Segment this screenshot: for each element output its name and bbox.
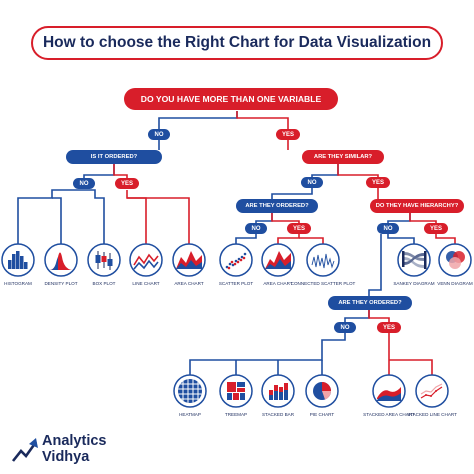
chart-label-sankey-diagram: SANKEY DIAGRAM xyxy=(393,281,435,286)
chart-label-line-chart: LINE CHART xyxy=(132,281,160,286)
chart-label-density-plot: DENSITY PLOT xyxy=(44,281,78,286)
connected-scatter-plot-icon xyxy=(306,243,340,277)
answer-no-chip: NO xyxy=(301,177,323,188)
pie-chart-icon xyxy=(305,374,339,408)
answer-text: NO xyxy=(154,131,164,138)
answer-text: YES xyxy=(429,225,442,232)
question-more-than-one-variable: DO YOU HAVE MORE THAN ONE VARIABLE xyxy=(124,88,338,110)
answer-text: NO xyxy=(251,225,261,232)
answer-no-chip: NO xyxy=(334,322,356,333)
histogram-icon xyxy=(1,243,35,277)
area-chart-icon xyxy=(261,243,295,277)
venn-diagram-icon xyxy=(438,243,472,277)
stacked-bar-icon xyxy=(261,374,295,408)
chart-label-treemap: TREEMAP xyxy=(224,412,248,417)
answer-text: YES xyxy=(120,180,133,187)
answer-no-chip: NO xyxy=(245,223,267,234)
question-text: IS IT ORDERED? xyxy=(90,154,138,160)
answer-text: NO xyxy=(383,225,393,232)
chart-label-box-plot: BOX PLOT xyxy=(92,281,116,286)
question-is-it-ordered: IS IT ORDERED? xyxy=(66,150,162,164)
answer-no-chip: NO xyxy=(148,129,170,140)
answer-text: NO xyxy=(79,180,89,187)
page-title: How to choose the Right Chart for Data V… xyxy=(42,34,432,51)
answer-yes-chip: YES xyxy=(366,177,390,188)
chart-label-scatter-plot: SCATTER PLOT xyxy=(218,281,254,286)
chart-label-pie-chart: PIE CHART xyxy=(309,412,335,417)
chart-label-stacked-bar: STACKED BAR xyxy=(261,412,295,417)
answer-no-chip: NO xyxy=(73,178,95,189)
answer-text: NO xyxy=(340,324,350,331)
question-text: ARE THEY ORDERED? xyxy=(338,300,402,306)
question-text: ARE THEY SIMILAR? xyxy=(313,154,373,160)
stacked-line-chart-icon xyxy=(415,374,449,408)
answer-text: YES xyxy=(382,324,395,331)
answer-yes-chip: YES xyxy=(287,223,311,234)
question-text: DO THEY HAVE HIERARCHY? xyxy=(375,203,459,209)
brand-logo: Analytics Vidhya xyxy=(10,432,150,468)
title-banner: How to choose the Right Chart for Data V… xyxy=(31,26,443,60)
chart-label-histogram: HISTOGRAM xyxy=(4,281,32,286)
box-plot-icon xyxy=(87,243,121,277)
line-chart-icon xyxy=(129,243,163,277)
brand-name-line1: Analytics xyxy=(42,433,107,449)
chart-label-heatmap: HEATMAP xyxy=(179,412,201,417)
answer-no-chip: NO xyxy=(377,223,399,234)
answer-text: YES xyxy=(371,179,384,186)
brand-name-line2: Vidhya xyxy=(42,449,90,465)
answer-yes-chip: YES xyxy=(115,178,139,189)
answer-yes-chip: YES xyxy=(377,322,401,333)
chart-label-area-chart-2: AREA CHART xyxy=(263,281,293,286)
chart-label-connected-scatter-plot: CONNECTED SCATTER PLOT xyxy=(290,281,356,286)
sankey-diagram-icon xyxy=(397,243,431,277)
treemap-icon xyxy=(219,374,253,408)
stacked-area-chart-icon xyxy=(372,374,406,408)
chart-label-stacked-line-chart: STACKED LINE CHART xyxy=(407,412,457,417)
answer-text: NO xyxy=(307,179,317,186)
answer-text: YES xyxy=(292,225,305,232)
chart-label-area-chart: AREA CHART xyxy=(174,281,204,286)
question-hierarchy: DO THEY HAVE HIERARCHY? xyxy=(370,199,464,213)
question-are-they-ordered-2: ARE THEY ORDERED? xyxy=(236,199,318,213)
question-text: DO YOU HAVE MORE THAN ONE VARIABLE xyxy=(140,94,322,104)
density-plot-icon xyxy=(44,243,78,277)
area-chart-icon xyxy=(172,243,206,277)
question-are-they-similar: ARE THEY SIMILAR? xyxy=(302,150,384,164)
answer-text: YES xyxy=(281,131,294,138)
question-are-they-ordered-3: ARE THEY ORDERED? xyxy=(328,296,412,310)
question-text: ARE THEY ORDERED? xyxy=(245,203,309,209)
chart-label-venn-diagram: VENN DIAGRAM xyxy=(437,281,473,286)
heatmap-icon xyxy=(173,374,207,408)
answer-yes-chip: YES xyxy=(424,223,448,234)
chart-label-stacked-area-chart: STACKED AREA CHART xyxy=(363,412,415,417)
analytics-vidhya-logo-icon xyxy=(11,438,38,462)
answer-yes-chip: YES xyxy=(276,129,300,140)
scatter-plot-icon xyxy=(219,243,253,277)
